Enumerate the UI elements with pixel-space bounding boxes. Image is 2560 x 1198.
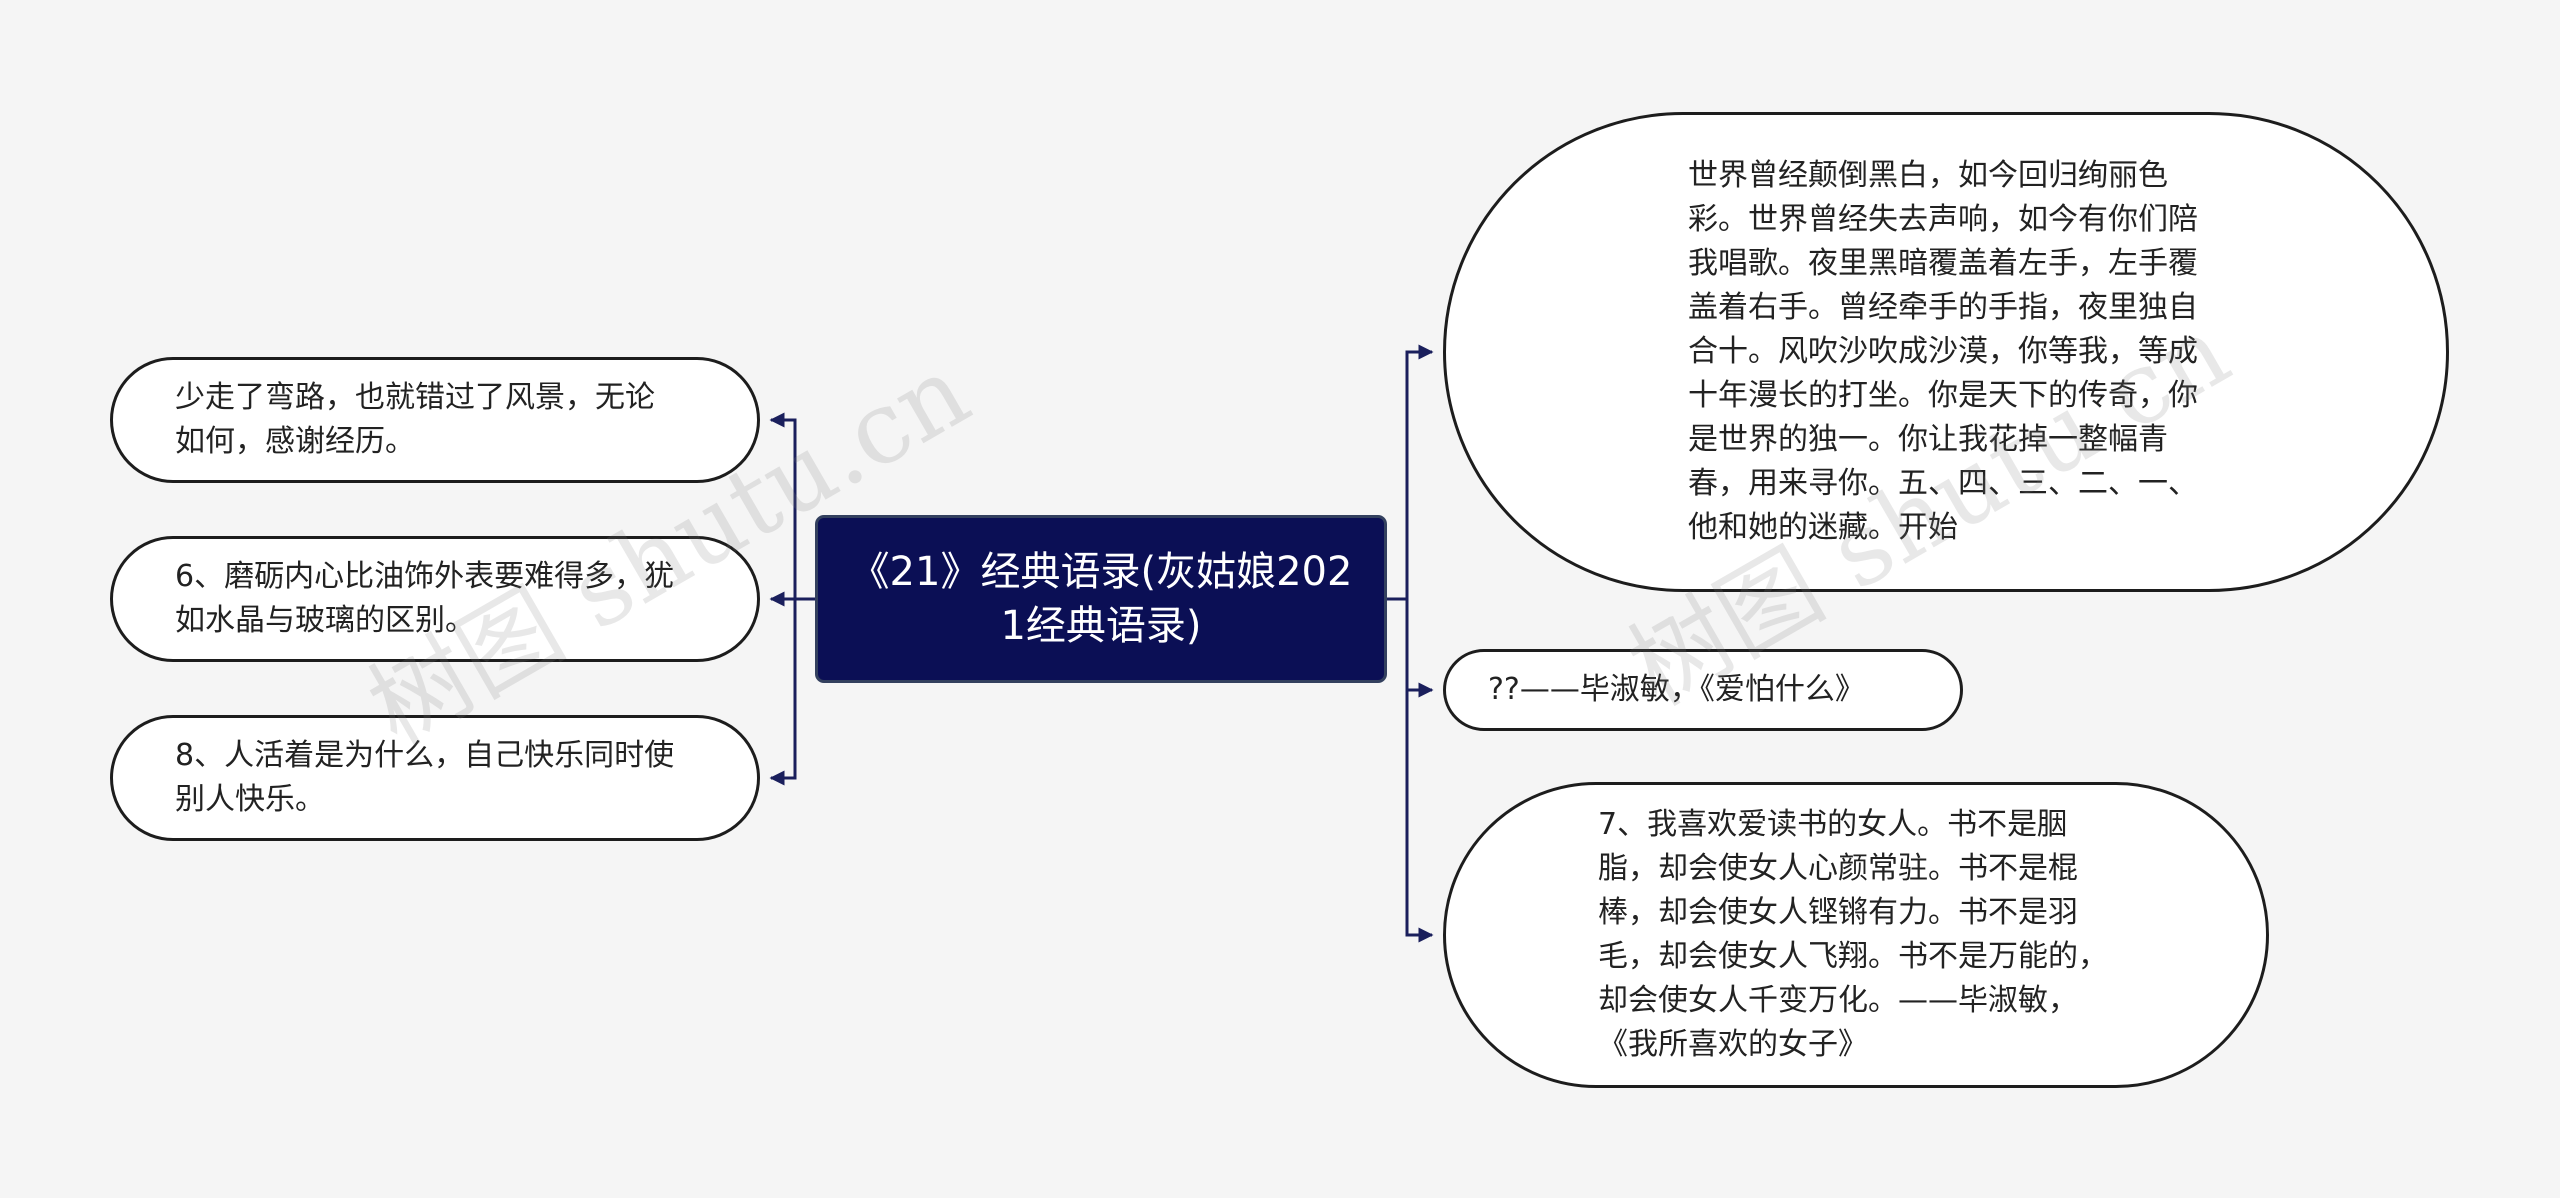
right-node-2[interactable]: ??——毕淑敏，《爱怕什么》 (1443, 649, 1963, 731)
node-text: 世界曾经颠倒黑白，如今回归绚丽色彩。世界曾经失去声响，如今有你们陪我唱歌。夜里黑… (1688, 158, 2198, 545)
left-node-1[interactable]: 少走了弯路，也就错过了风景，无论如何，感谢经历。 (110, 357, 760, 483)
connector-right-2 (1387, 597, 1434, 698)
central-topic[interactable]: 《21》经典语录(灰姑娘2021经典语录) (815, 515, 1387, 683)
node-text: 8、人活着是为什么，自己快乐同时使别人快乐。 (175, 738, 675, 817)
node-text: 少走了弯路，也就错过了风景，无论如何，感谢经历。 (175, 380, 655, 459)
right-node-1[interactable]: 世界曾经颠倒黑白，如今回归绚丽色彩。世界曾经失去声响，如今有你们陪我唱歌。夜里黑… (1443, 112, 2449, 592)
left-node-3[interactable]: 8、人活着是为什么，自己快乐同时使别人快乐。 (110, 715, 760, 841)
connector-left-1 (769, 412, 815, 601)
connector-right-3 (1387, 597, 1434, 943)
central-topic-text: 《21》经典语录(灰姑娘2021经典语录) (849, 549, 1353, 649)
node-text: 7、我喜欢爱读书的女人。书不是胭脂，却会使女人心颜常驻。书不是棍棒，却会使女人铿… (1598, 807, 2108, 1062)
left-node-2[interactable]: 6、磨砺内心比油饰外表要难得多，犹如水晶与玻璃的区别。 (110, 536, 760, 662)
node-text: 6、磨砺内心比油饰外表要难得多，犹如水晶与玻璃的区别。 (175, 559, 675, 638)
right-node-3[interactable]: 7、我喜欢爱读书的女人。书不是胭脂，却会使女人心颜常驻。书不是棍棒，却会使女人铿… (1443, 782, 2269, 1088)
connector-right-1 (1387, 344, 1434, 601)
connector-left-3 (769, 597, 815, 786)
node-text: ??——毕淑敏，《爱怕什么》 (1488, 672, 1865, 707)
